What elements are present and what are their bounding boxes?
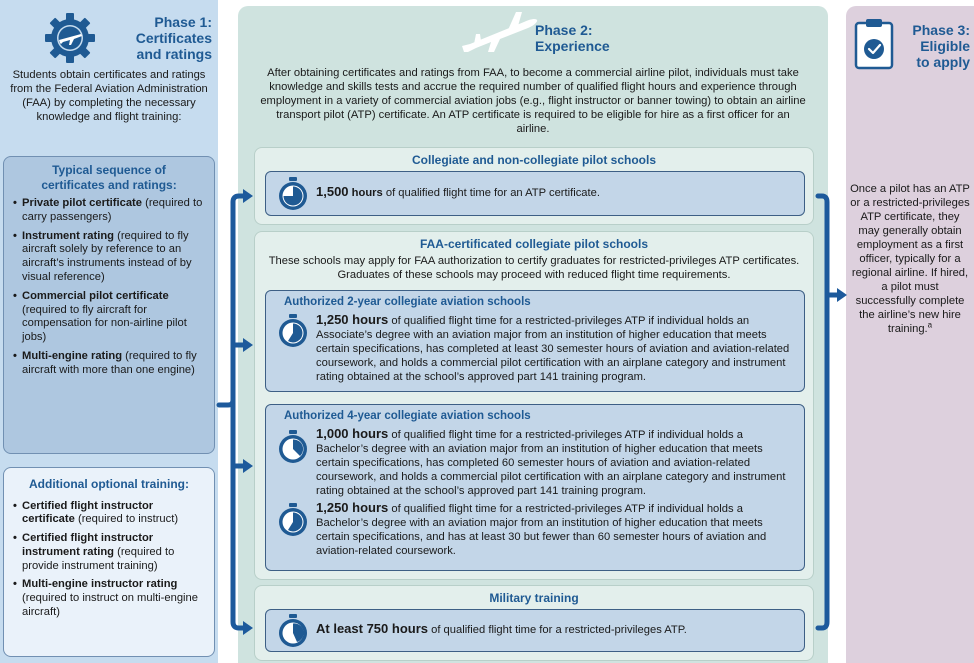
faa-certificated-section: FAA-certificated collegiate pilot school… xyxy=(254,231,814,580)
list-item: Multi-engine instructor rating (required… xyxy=(13,578,208,619)
item-title: Multi-engine instructor rating xyxy=(22,578,178,591)
hours-value: 1,000 hours xyxy=(316,426,389,441)
phase2-intro: After obtaining certificates and ratings… xyxy=(260,67,806,135)
phase1-title-line: Certificates xyxy=(135,30,212,46)
section-title: Collegiate and non-collegiate pilot scho… xyxy=(411,153,657,167)
item-text: (required to instruct) xyxy=(74,513,179,526)
item-title: Private pilot certificate xyxy=(22,197,142,209)
phase3-title-line: to apply xyxy=(916,54,970,70)
section-title: Military training xyxy=(489,591,579,605)
typical-sequence-box: Typical sequence of certificates and rat… xyxy=(3,156,215,454)
item-title: Commercial pilot certificate xyxy=(22,289,169,302)
military-section: Military training At least 750 hours of … xyxy=(254,585,814,661)
hours-text: of qualified flight time for an ATP cert… xyxy=(382,187,600,199)
phase3-title-line: Eligible xyxy=(920,38,970,54)
phase1-title: Phase 1: Certificates and ratings xyxy=(102,14,212,62)
item-text: (required to fly aircraft with more than… xyxy=(22,349,197,376)
collegiate-entry-box: 1,500 hours of qualified flight time for… xyxy=(265,171,805,216)
hours-value: 1,250 hours xyxy=(316,312,389,327)
hours-text: of qualified flight time for a restricte… xyxy=(316,429,786,497)
phase2-title-line: Phase 2: xyxy=(535,22,593,38)
list-item: Commercial pilot certificate (required t… xyxy=(13,290,208,345)
phase1-title-line: and ratings xyxy=(136,46,212,62)
phase1-title-line: Phase 1: xyxy=(154,14,212,30)
hours-unit: hours xyxy=(351,187,383,199)
list-item: Certified flight instructor instrument r… xyxy=(13,532,208,573)
hours-text: of qualified flight time for a restricte… xyxy=(316,315,790,383)
stopwatch-icon xyxy=(279,503,307,536)
item-text: (required to carry passengers) xyxy=(22,197,203,223)
item-text: (required to provide instrument training… xyxy=(22,545,175,572)
section-description: These schools may apply for FAA authoriz… xyxy=(268,255,800,281)
hours-text: of qualified flight time for a restricte… xyxy=(316,503,767,557)
military-entry-box: At least 750 hours of qualified flight t… xyxy=(265,609,805,652)
phase3-description: Once a pilot has an ATP or a restricted-… xyxy=(850,182,970,336)
phase3-title-line: Phase 3: xyxy=(912,22,970,38)
phase2-title-line: Experience xyxy=(535,38,610,54)
phase3-title: Phase 3: Eligible to apply xyxy=(898,22,970,70)
airplane-icon xyxy=(462,12,538,53)
stopwatch-icon xyxy=(279,314,307,347)
section-title: FAA-certificated collegiate pilot school… xyxy=(419,237,649,251)
sub-heading: Authorized 4-year collegiate aviation sc… xyxy=(284,410,531,422)
list-item: Instrument rating (required to fly aircr… xyxy=(13,230,208,285)
optional-training-box: Additional optional training: Certified … xyxy=(3,467,215,657)
stopwatch-icon xyxy=(279,430,307,463)
hours-value: At least 750 hours xyxy=(316,621,428,636)
item-text: (required to fly aircraft solely by refe… xyxy=(22,229,192,283)
collegiate-section: Collegiate and non-collegiate pilot scho… xyxy=(254,147,814,225)
hours-entry: 1,000 hours of qualified flight time for… xyxy=(266,423,804,498)
two-year-schools-box: Authorized 2-year collegiate aviation sc… xyxy=(265,290,805,392)
hours-entry: 1,250 hours of qualified flight time for… xyxy=(266,498,804,558)
typical-sequence-heading: Typical sequence of certificates and rat… xyxy=(4,163,214,192)
list-item: Multi-engine rating (required to fly air… xyxy=(13,350,208,378)
item-title: Certified flight instructor instrument r… xyxy=(22,532,154,558)
airplane-gear-icon xyxy=(45,13,95,63)
list-item: Private pilot certificate (required to c… xyxy=(13,197,208,225)
typical-sequence-list: Private pilot certificate (required to c… xyxy=(4,192,214,378)
hours-entry: 1,250 hours of qualified flight time for… xyxy=(266,309,804,384)
hours-text: of qualified flight time for a restricte… xyxy=(428,624,687,636)
clipboard-check-icon xyxy=(854,19,894,70)
stopwatch-icon xyxy=(279,177,307,210)
item-text: (required to instruct on multi-engine ai… xyxy=(22,592,198,619)
item-title: Certified flight instructor certificate xyxy=(22,499,154,526)
phase1-intro: Students obtain certificates and ratings… xyxy=(10,69,208,123)
sub-heading: Authorized 2-year collegiate aviation sc… xyxy=(284,296,531,308)
optional-training-list: Certified flight instructor certificate … xyxy=(4,492,214,620)
phase3-text: Once a pilot has an ATP or a restricted-… xyxy=(850,183,970,335)
footnote-marker: a xyxy=(927,320,933,330)
heading-line: certificates and ratings: xyxy=(41,177,177,192)
hours-value: 1,500 xyxy=(316,184,349,199)
stopwatch-icon xyxy=(279,614,307,647)
heading-line: Typical sequence of xyxy=(52,163,166,177)
optional-training-heading: Additional optional training: xyxy=(29,477,189,491)
item-title: Instrument rating xyxy=(22,229,114,242)
phase2-title: Phase 2: Experience xyxy=(535,22,655,54)
hours-value: 1,250 hours xyxy=(316,500,389,515)
phase2-content: After obtaining certificates and ratings… xyxy=(238,6,828,663)
list-item: Certified flight instructor certificate … xyxy=(13,500,208,528)
hours-entry: At least 750 hours of qualified flight t… xyxy=(266,610,804,647)
four-year-schools-box: Authorized 4-year collegiate aviation sc… xyxy=(265,404,805,571)
item-text: (required to fly aircraft for compensati… xyxy=(22,303,187,344)
phase3-column xyxy=(846,6,974,663)
hours-entry: 1,500 hours of qualified flight time for… xyxy=(266,172,804,210)
item-title: Multi-engine rating xyxy=(22,349,123,362)
